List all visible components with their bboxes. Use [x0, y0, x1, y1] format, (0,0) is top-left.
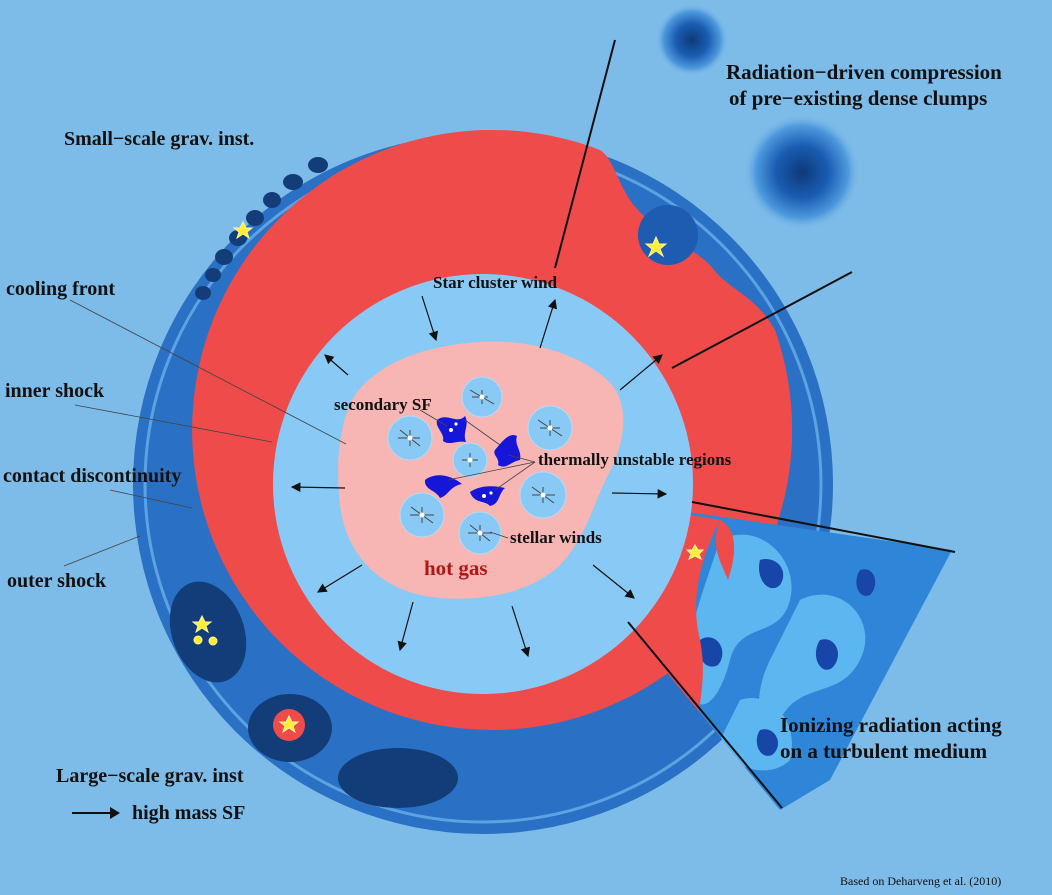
contact-discontinuity-label: contact discontinuity [3, 465, 182, 487]
high-mass-sf-label: high mass SF [132, 802, 246, 824]
dense-clump [656, 4, 728, 76]
star-cluster-wind-label: Star cluster wind [433, 273, 558, 292]
dense-clump [744, 114, 860, 230]
radiation-compression-label-line2: of pre−existing dense clumps [729, 86, 988, 110]
small-scale-clumps [195, 157, 328, 300]
cluster-wind-arrows [290, 295, 668, 658]
credit-label: Based on Deharveng et al. (2010) [840, 874, 1002, 888]
secondary-sf-stars [449, 422, 493, 498]
dense-clump-bite [638, 205, 698, 265]
leader-lines [63, 299, 536, 567]
ionizing-label-line1: Ionizing radiation acting [780, 713, 1002, 737]
large-scale-label: Large−scale grav. inst [56, 765, 244, 787]
cooling-front-label: cooling front [6, 278, 116, 300]
thermally-unstable-label: thermally unstable regions [538, 450, 732, 469]
inner-shock-label: inner shock [5, 380, 105, 402]
secondary-sf-label: secondary SF [334, 395, 432, 414]
stellar-winds-label: stellar winds [510, 528, 602, 547]
young-stars [191, 220, 705, 734]
radiation-compression-label-line1: Radiation−driven compression [726, 60, 1002, 84]
high-mass-sf-row: high mass SF [72, 802, 245, 824]
hot-gas-label: hot gas [424, 556, 488, 580]
ionizing-label-line2: on a turbulent medium [780, 739, 988, 763]
stellar-wind-stars [407, 394, 553, 536]
section-dividers [554, 39, 956, 809]
arrow-right-icon [72, 807, 120, 819]
outer-shock-label: outer shock [7, 570, 107, 592]
small-scale-label: Small−scale grav. inst. [64, 128, 255, 150]
